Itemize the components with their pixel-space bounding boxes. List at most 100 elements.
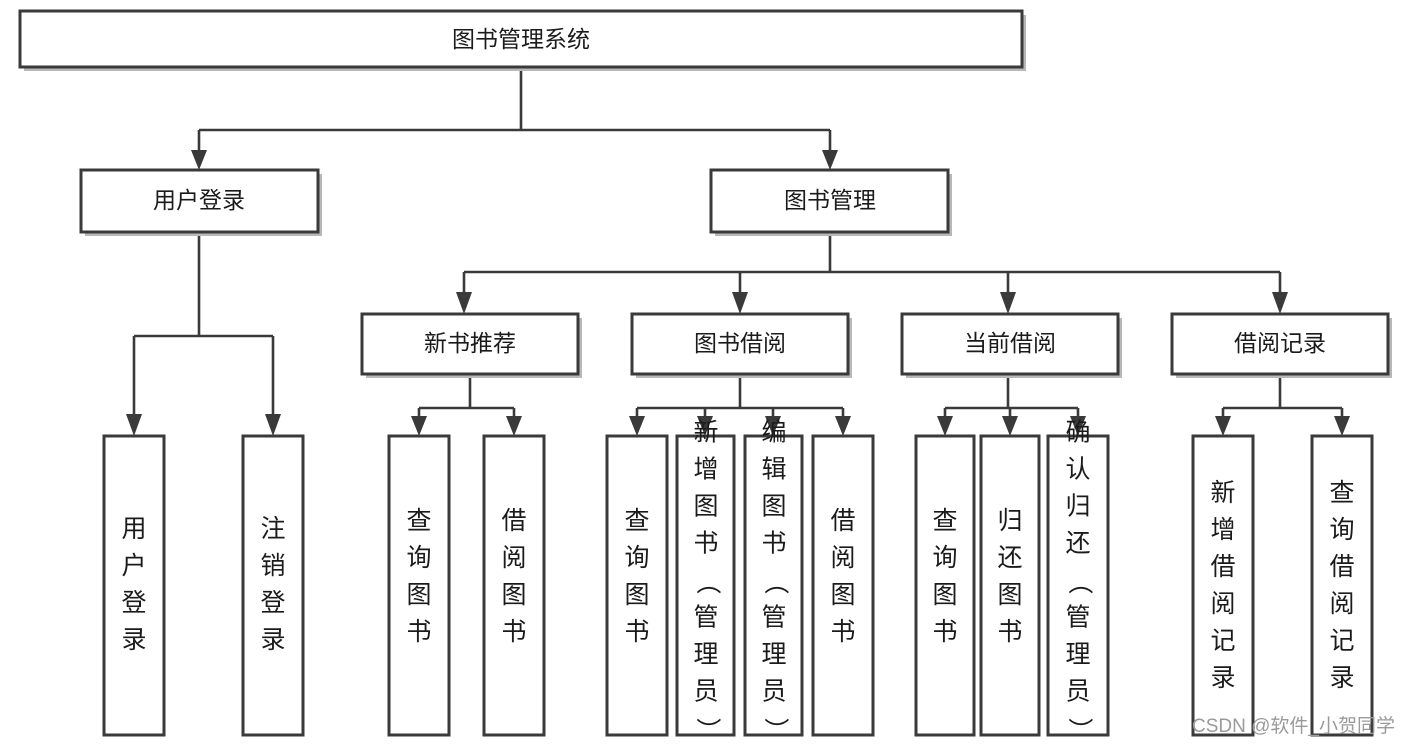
vertical-label-char: 图 — [830, 581, 855, 609]
vertical-label-char: （ — [761, 569, 789, 594]
arrow-to-leaf-add-borrow-record — [1215, 416, 1231, 436]
vertical-label-char: 书 — [406, 618, 431, 646]
node-layer: 图书管理系统 用户登录 图书管理 新书推荐 — [18, 9, 1392, 743]
node-user-login-label: 用户登录 — [153, 187, 245, 213]
vertical-label-char: 员 — [693, 678, 718, 706]
vertical-label-char: 书 — [624, 618, 649, 646]
vertical-label-char: 借 — [1210, 553, 1235, 581]
vertical-label-char: 编 — [761, 419, 786, 447]
vertical-label-char: 阅 — [830, 544, 855, 572]
vertical-label-char: （ — [693, 569, 721, 594]
vertical-label-char: 注 — [260, 515, 285, 543]
arrow-to-leaf-add-book-admin — [697, 416, 713, 436]
node-leaf-borrow-book-box — [811, 434, 875, 737]
vertical-label-char: 销 — [260, 552, 285, 580]
vertical-label-char: 新 — [693, 419, 718, 447]
vertical-label-char: 辑 — [761, 456, 786, 484]
vertical-label-char: 借 — [830, 507, 855, 535]
node-book-borrow-label: 图书借阅 — [694, 330, 786, 356]
node-user-login[interactable]: 用户登录 — [79, 168, 322, 236]
arrow-to-new-book-recommend — [456, 292, 472, 314]
vertical-label-char: 图 — [932, 581, 957, 609]
vertical-label-char: 图 — [624, 581, 649, 609]
arrow-to-leaf-logout — [265, 414, 281, 436]
arrow-to-book-borrow — [732, 292, 748, 314]
node-borrow-record[interactable]: 借阅记录 — [1170, 312, 1392, 378]
node-leaf-query-book-borrow-box — [605, 434, 669, 737]
arrow-to-user-login — [191, 150, 207, 170]
vertical-label-char: 增 — [1210, 516, 1235, 544]
vertical-label-char: （ — [1065, 569, 1093, 594]
vertical-label-char: 确 — [1065, 419, 1090, 447]
vertical-label-char: 查 — [624, 507, 649, 535]
node-borrow-record-box — [1170, 312, 1390, 376]
node-new-book-recommend[interactable]: 新书推荐 — [360, 312, 582, 378]
vertical-label-char: 归 — [997, 507, 1022, 535]
vertical-label-char: 归 — [1065, 493, 1090, 521]
edge-layer — [126, 67, 1350, 436]
node-book-borrow-box — [630, 312, 850, 376]
vertical-label-char: 书 — [693, 530, 718, 558]
vertical-label-char: 阅 — [1329, 590, 1354, 618]
arrow-to-leaf-query-book-new — [411, 416, 427, 436]
arrow-to-leaf-borrow-book-new — [506, 416, 522, 436]
vertical-label-char: 登 — [121, 589, 146, 617]
vertical-label-char: 图 — [501, 581, 526, 609]
node-leaf-user-login-label: 用户登录 — [121, 515, 146, 654]
arrow-to-borrow-record — [1272, 292, 1288, 314]
vertical-label-char: 管 — [1065, 604, 1090, 632]
vertical-label-char: 用 — [121, 515, 146, 543]
node-book-borrow[interactable]: 图书借阅 — [630, 312, 852, 378]
node-current-borrow[interactable]: 当前借阅 — [900, 312, 1122, 378]
node-current-borrow-label: 当前借阅 — [964, 330, 1056, 356]
vertical-label-char: 借 — [1329, 553, 1354, 581]
node-user-login-box — [79, 168, 320, 234]
vertical-label-char: 管 — [693, 604, 718, 632]
node-leaf-user-login[interactable]: 用户登录 — [102, 434, 166, 737]
vertical-label-char: 图 — [761, 493, 786, 521]
node-root-box — [18, 9, 1024, 69]
arrow-to-leaf-query-borrow-record — [1334, 416, 1350, 436]
arrow-to-book-management — [822, 150, 838, 170]
vertical-label-char: 记 — [1210, 627, 1235, 655]
csdn-watermark: CSDN @软件_小贺同学 — [1192, 715, 1395, 737]
node-book-management-box — [709, 168, 950, 234]
arrow-to-leaf-query-book-current — [937, 416, 953, 436]
vertical-label-char: 询 — [1329, 516, 1354, 544]
vertical-label-char: 书 — [997, 618, 1022, 646]
vertical-label-char: 书 — [761, 530, 786, 558]
vertical-label-char: 书 — [932, 618, 957, 646]
node-leaf-edit-book-admin-box — [743, 434, 804, 737]
node-root[interactable]: 图书管理系统 — [18, 9, 1026, 71]
arrow-to-leaf-borrow-book — [835, 416, 851, 436]
vertical-label-char: 图 — [997, 581, 1022, 609]
node-leaf-confirm-return-admin-box — [1046, 434, 1110, 737]
vertical-label-char: 户 — [121, 552, 146, 580]
node-leaf-add-borrow-record-box — [1191, 434, 1255, 737]
vertical-label-char: 还 — [997, 544, 1022, 572]
vertical-label-char: 登 — [260, 589, 285, 617]
vertical-label-char: 还 — [1065, 530, 1090, 558]
node-book-management[interactable]: 图书管理 — [709, 168, 952, 236]
node-leaf-query-book-current-box — [914, 434, 976, 737]
node-root-label: 图书管理系统 — [452, 26, 590, 52]
